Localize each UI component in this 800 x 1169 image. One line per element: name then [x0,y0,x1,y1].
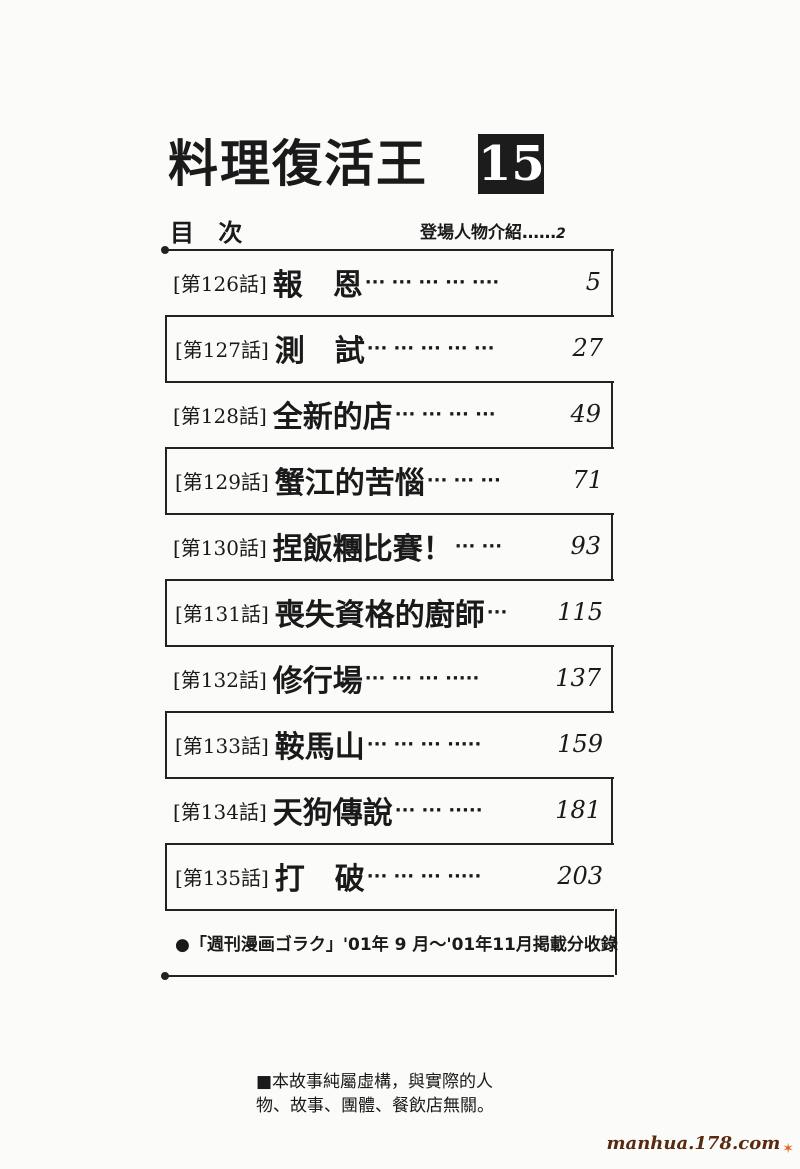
chapter-number: [第134話] [173,799,267,824]
chapter-page: 203 [557,862,603,890]
toc-entry[interactable]: [第126話]報 恩··· ··· ··· ··· ···· 5 [165,249,613,315]
disclaimer-line: ■本故事純屬虛構，與實際的人 [256,1072,494,1092]
chapter-title: 全新的店 [272,400,393,435]
divider-line [165,711,614,713]
divider-line [165,513,614,515]
divider-line [165,579,614,581]
chapter-page: 5 [585,268,601,296]
toc-entry[interactable]: [第132話]修行場··· ··· ··· ····· 137 [165,645,613,711]
watermark: manhua.178.com [606,1133,781,1154]
leader-dots: ··· ··· ··· ····· [364,667,480,689]
chapter-number: [第133話] [175,733,269,758]
toc-heading: 目 次 [170,219,251,247]
characters-label: 登場人物介紹 [420,223,522,243]
toc-entry[interactable]: [第128話]全新的店··· ··· ··· ··· 49 [165,381,613,447]
toc-entry[interactable]: [第127話]測 試··· ··· ··· ··· ··· 27 [165,315,613,381]
leader-dots: ··· ··· [454,535,503,557]
divider-line [165,777,614,779]
chapter-page: 159 [557,730,603,758]
divider-line [165,909,614,911]
leader-dots: ··· [486,601,508,623]
chapter-number: [第127話] [175,337,269,362]
chapter-page: 115 [557,598,603,626]
divider-line [165,843,614,845]
chapter-page: 93 [570,532,601,560]
leader-dots: ··· ··· ··· ··· ··· [366,337,495,359]
chapter-title: 打 破 [274,862,365,897]
line-end-dot [161,246,169,254]
leader-dots: ··· ··· ··· ····· [366,733,482,755]
characters-page: 2 [556,226,566,242]
chapter-title: 報 恩 [272,268,363,303]
leader-dots: ··· ··· ··· ··· ···· [364,271,500,293]
chapter-page: 71 [572,466,603,494]
chapter-title: 天狗傳說 [272,796,393,831]
leader-dots: ··· ··· ··· ····· [366,865,482,887]
line-end-dot [161,972,169,980]
leader-dots: ··· ··· ····· [394,799,483,821]
divider-line [165,975,614,977]
chapter-page: 27 [572,334,603,362]
chapter-number: [第129話] [175,469,269,494]
chapter-title: 蟹江的苦惱 [274,466,425,501]
chapter-page: 49 [570,400,601,428]
divider-line [165,645,614,647]
chapter-title: 捏飯糰比賽！ [272,532,453,567]
characters-entry[interactable]: 登場人物介紹……2 [420,218,566,243]
chapter-title: 鞍馬山 [274,730,365,765]
toc-entry[interactable]: [第134話]天狗傳說··· ··· ····· 181 [165,777,613,843]
chapter-page: 181 [555,796,601,824]
divider-line [165,381,614,383]
note-box [165,909,617,975]
divider-line [165,249,614,251]
serialization-note: ●「週刊漫画ゴラク」'01年 9 月～'01年11月掲載分收錄 [175,935,618,955]
chapter-number: [第130話] [173,535,267,560]
chapter-number: [第128話] [173,403,267,428]
chapter-title: 喪失資格的廚師 [274,598,485,633]
disclaimer-line: 物、故事、團體、餐飲店無關。 [256,1096,494,1116]
chapter-title: 測 試 [274,334,365,369]
leader-dots: ··· ··· ··· ··· [394,403,496,425]
toc-entry[interactable]: [第133話]鞍馬山··· ··· ··· ····· 159 [165,711,613,777]
watermark-group: manhua.178.com ✶ [607,1133,795,1157]
toc-entry[interactable]: [第135話]打 破··· ··· ··· ····· 203 [165,843,613,909]
characters-dots: …… [522,223,556,243]
toc-entry[interactable]: [第130話]捏飯糰比賽！··· ··· 93 [165,513,613,579]
divider-line [165,315,614,317]
star-icon: ✶ [782,1141,794,1157]
chapter-number: [第135話] [175,865,269,890]
toc-entry[interactable]: [第131話]喪失資格的廚師··· 115 [165,579,613,645]
toc-entry[interactable]: [第129話]蟹江的苦惱··· ··· ··· 71 [165,447,613,513]
disclaimer: ■本故事純屬虛構，與實際的人 物、故事、團體、餐飲店無關。 [256,1070,494,1118]
chapter-number: [第126話] [173,271,267,296]
chapter-title: 修行場 [272,664,363,699]
chapter-number: [第131話] [175,601,269,626]
divider-line [165,447,614,449]
chapter-number: [第132話] [173,667,267,692]
volume-number: 15 [478,134,545,194]
leader-dots: ··· ··· ··· [426,469,501,491]
chapter-page: 137 [555,664,601,692]
book-title: 料理復活王 [168,135,428,193]
